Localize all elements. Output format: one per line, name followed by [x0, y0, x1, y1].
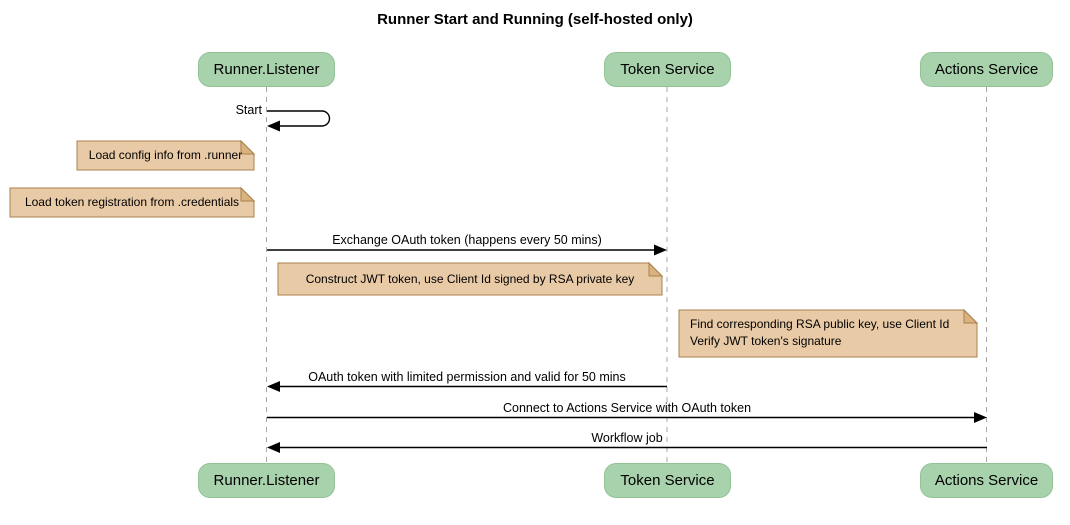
note-construct-jwt-shape	[277, 261, 664, 296]
participant-actions-service-bottom: Actions Service	[920, 463, 1053, 498]
message-arrow-connect-actions-service	[267, 412, 987, 423]
message-label-exchange-oauth-token: Exchange OAuth token (happens every 50 m…	[332, 233, 602, 247]
participant-token-service-bottom: Token Service	[604, 463, 731, 498]
note-verify-jwt-line1: Find corresponding RSA public key, use C…	[690, 317, 950, 331]
diagram-title: Runner Start and Running (self-hosted on…	[377, 11, 693, 28]
message-label-connect-actions-service: Connect to Actions Service with OAuth to…	[502, 401, 752, 415]
note-load-config-text: Load config info from .runner	[88, 148, 243, 162]
note-load-token-registration-shape	[9, 186, 256, 218]
message-arrow-oauth-token-response	[267, 381, 667, 392]
message-label-oauth-token-response: OAuth token with limited permission and …	[308, 370, 626, 384]
note-load-token-registration-text: Load token registration from .credential…	[24, 195, 240, 209]
note-construct-jwt-text: Construct JWT token, use Client Id signe…	[305, 272, 635, 286]
note-verify-jwt-shape	[678, 308, 979, 358]
participant-runner-listener-bottom: Runner.Listener	[198, 463, 335, 498]
participant-token-service-top: Token Service	[604, 52, 731, 87]
note-verify-jwt-text: Find corresponding RSA public key, use C…	[690, 316, 970, 350]
participant-actions-service-top: Actions Service	[920, 52, 1053, 87]
self-message-start-arrow	[267, 110, 331, 132]
message-label-start: Start	[235, 103, 262, 117]
note-verify-jwt-line2: Verify JWT token's signature	[690, 334, 842, 348]
message-arrow-workflow-job	[267, 442, 987, 453]
participant-runner-listener-top: Runner.Listener	[198, 52, 335, 87]
message-label-workflow-job: Workflow job	[591, 431, 663, 445]
message-arrow-exchange-oauth-token	[267, 244, 667, 256]
note-load-config-shape	[76, 139, 256, 171]
